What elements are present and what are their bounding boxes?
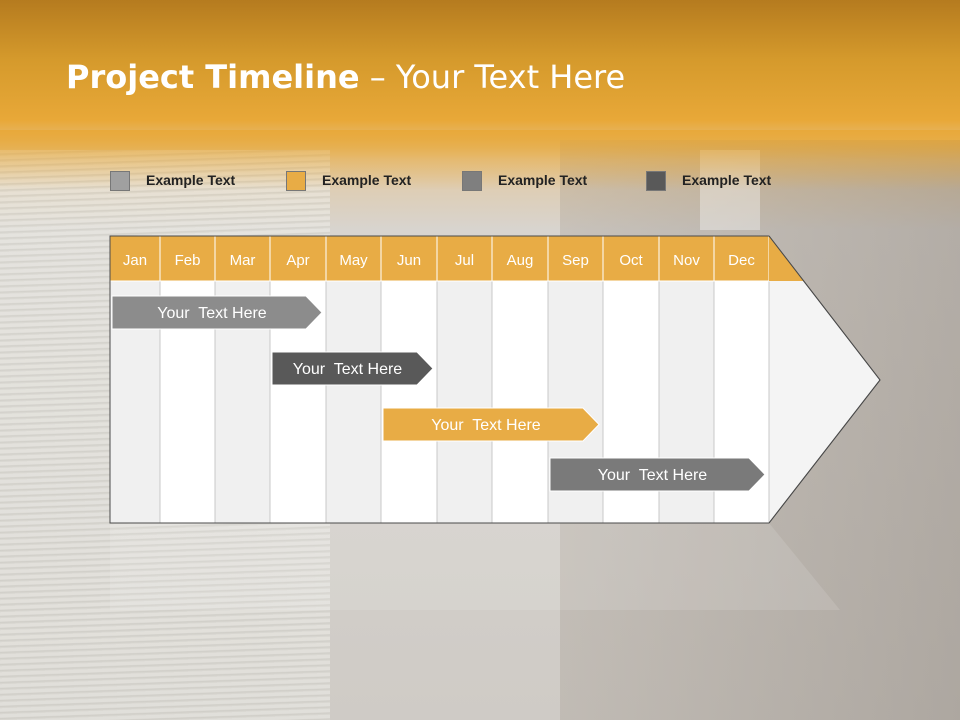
page-title: Project Timeline – Your Text Here [66,58,625,96]
month-label: Jan [123,252,147,269]
month-label: Mar [230,252,256,269]
month-header-oct [602,235,660,282]
task-arrow-4 [549,457,766,492]
task-label-4: Your Text Here [598,467,708,484]
timeline-reflection [110,523,840,610]
month-label: Dec [728,252,755,269]
legend-label: Example Text [146,172,236,188]
month-header-dec [713,235,770,282]
legend-swatch [462,171,482,191]
month-column-may [325,280,382,524]
month-header-nov [658,235,715,282]
month-header-apr [269,235,327,282]
month-label: Jul [455,252,474,269]
month-column-aug [491,280,549,524]
title-bold: Project Timeline [66,58,360,96]
legend-swatch [286,171,306,191]
task-arrow-1 [111,295,323,330]
task-arrow-3 [382,407,600,442]
legend-label: Example Text [322,172,412,188]
month-label: Jun [397,252,421,269]
month-header-may [325,235,382,282]
month-label: Nov [673,252,700,269]
month-label: Sep [562,252,589,269]
month-column-jun [380,280,438,524]
month-column-jul [436,280,493,524]
month-header-jun [380,235,438,282]
month-label: Oct [619,252,643,269]
task-arrow-2 [271,351,434,386]
timeline-outline [109,235,881,524]
legend-label: Example Text [682,172,772,188]
month-header-sep [547,235,604,282]
title-rest: – Your Text Here [359,58,626,96]
month-label: Apr [286,252,309,269]
task-label-1: Your Text Here [157,305,267,322]
month-label: May [339,252,368,269]
task-label-2: Your Text Here [293,361,403,378]
legend-swatch [646,171,666,191]
task-label-3: Your Text Here [431,417,541,434]
month-label: Feb [175,252,201,269]
month-header-aug [491,235,549,282]
legend-swatch [110,171,130,191]
legend-label: Example Text [498,172,588,188]
month-label: Aug [507,252,534,269]
month-header-jul [436,235,493,282]
